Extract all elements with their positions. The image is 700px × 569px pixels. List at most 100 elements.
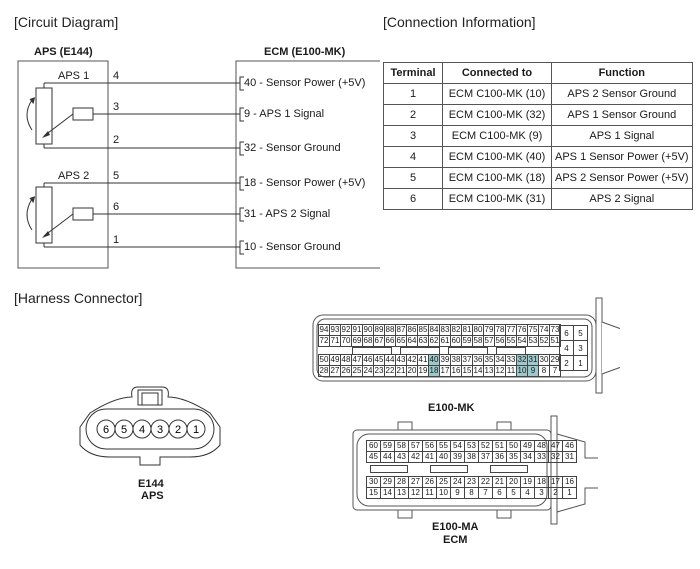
- aps-connector-pin-number: 6: [103, 424, 109, 436]
- connector-pin: 6: [559, 325, 574, 341]
- table-header-row: Terminal Connected to Function: [383, 62, 693, 84]
- cell-terminal: 5: [383, 167, 443, 189]
- aps-connector-pin-number: 2: [175, 424, 181, 436]
- connector-pin: 41: [417, 354, 429, 366]
- connector-pin: 88: [384, 324, 396, 336]
- connector-pin: 3: [573, 340, 588, 356]
- ecm-terminal-label: 40 - Sensor Power (+5V): [244, 77, 366, 89]
- aps1-pin-signal: 3: [113, 101, 120, 113]
- connector-pin: 19: [520, 476, 535, 488]
- cell-connected-to: ECM C100-MK (31): [442, 188, 552, 210]
- connector-pin: 4: [559, 340, 574, 356]
- connector-pin: 9: [450, 487, 465, 499]
- ecm-component-label: ECM (E100-MK): [264, 46, 346, 58]
- connector-pin: 16: [562, 476, 577, 488]
- connector-pin: 20: [506, 476, 521, 488]
- connector-pin: 23: [464, 476, 479, 488]
- connector-pin: 5: [506, 487, 521, 499]
- connector-pin: 18: [534, 476, 549, 488]
- cell-function: APS 2 Sensor Ground: [551, 83, 693, 105]
- connector-pin: 44: [384, 354, 396, 366]
- connector-pin: 71: [329, 335, 341, 347]
- connector-pin: 31: [527, 354, 539, 366]
- cell-terminal: 2: [383, 104, 443, 126]
- connector-pin: 14: [380, 487, 395, 499]
- aps-box: [17, 60, 109, 269]
- cell-function: APS 2 Sensor Power (+5V): [551, 167, 693, 189]
- connector-pin: 69: [351, 335, 363, 347]
- aps-connector-label-code: E144: [138, 478, 164, 490]
- connector-pin: 2: [548, 487, 563, 499]
- connector-pin: 19: [417, 365, 429, 377]
- connector-pin: 3: [534, 487, 549, 499]
- connector-pin: 28: [318, 365, 330, 377]
- connector-pin: 39: [439, 354, 451, 366]
- connector-pin: 20: [406, 365, 418, 377]
- aps1-pin-power: 4: [113, 70, 120, 82]
- cell-connected-to: ECM C100-MK (18): [442, 167, 552, 189]
- cell-function: APS 1 Sensor Power (+5V): [551, 146, 693, 168]
- connector-pin: 48: [340, 354, 352, 366]
- connector-pin: 77: [505, 324, 517, 336]
- connector-pin: 40: [428, 354, 440, 366]
- connector-pin: 33: [505, 354, 517, 366]
- connector-pin: 32: [548, 451, 563, 463]
- connector-pin: 45: [366, 451, 381, 463]
- connector-pin: 27: [329, 365, 341, 377]
- connector-pin: 30: [366, 476, 381, 488]
- connector-pin: 49: [329, 354, 341, 366]
- cell-terminal: 1: [383, 83, 443, 105]
- connector-pin: 50: [506, 440, 521, 452]
- ecm-terminal-label: 32 - Sensor Ground: [244, 142, 341, 154]
- connector-pin: 38: [450, 354, 462, 366]
- connector-pin: 37: [478, 451, 493, 463]
- connector-pin: 15: [461, 365, 473, 377]
- connector-pin: 26: [422, 476, 437, 488]
- header-terminal: Terminal: [383, 62, 443, 84]
- connector-pin: 7: [478, 487, 493, 499]
- connector-pin: 59: [380, 440, 395, 452]
- ecm-mk-label: E100-MK: [428, 402, 475, 414]
- aps-connector-pin-number: 1: [193, 424, 199, 436]
- aps-connector-pin: [186, 419, 206, 439]
- connector-pin: 81: [461, 324, 473, 336]
- connector-pin: 13: [483, 365, 495, 377]
- connector-pin: 2: [559, 355, 574, 371]
- connector-pin: 58: [472, 335, 484, 347]
- connector-pin: 47: [548, 440, 563, 452]
- cell-connected-to: ECM C100-MK (40): [442, 146, 552, 168]
- connector-pin: 90: [362, 324, 374, 336]
- connector-pin: 30: [538, 354, 550, 366]
- connector-pin: 57: [408, 440, 423, 452]
- connector-pin: 41: [422, 451, 437, 463]
- circuit-diagram-title: [Circuit Diagram]: [14, 14, 119, 30]
- connector-pin: 75: [527, 324, 539, 336]
- connector-pin: 21: [395, 365, 407, 377]
- circuit-diagram: [17, 60, 380, 269]
- connector-pin: 1: [562, 487, 577, 499]
- aps-connector-pin-number: 5: [121, 424, 127, 436]
- connector-pin: 8: [538, 365, 550, 377]
- connector-pin: 52: [478, 440, 493, 452]
- aps2-pin-ground: 1: [113, 234, 120, 246]
- connector-pin: 40: [436, 451, 451, 463]
- connector-pin: 1: [573, 355, 588, 371]
- connector-pin: 65: [395, 335, 407, 347]
- ecm-terminal-label: 9 - APS 1 Signal: [244, 108, 325, 120]
- connector-pin: 34: [520, 451, 535, 463]
